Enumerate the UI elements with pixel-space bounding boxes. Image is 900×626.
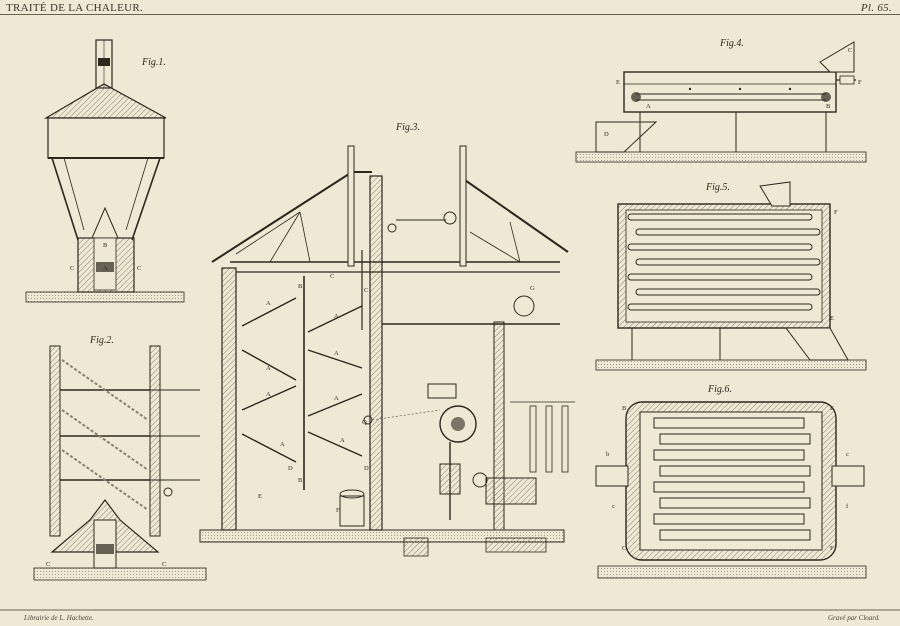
fig5-tubes (627, 213, 821, 311)
fig6-ground (597, 565, 867, 579)
fig4-letter-b: B (826, 103, 831, 110)
fig6-letter-c-small-2: c (612, 503, 615, 510)
figure-2: Fig.2. C C (33, 335, 207, 581)
fig3-letter-b1: B (298, 283, 303, 290)
fig4-label: Fig.4. (719, 38, 744, 49)
fig2-label: Fig.2. (89, 335, 114, 346)
fig1-hopper-body (47, 117, 165, 159)
fig4-letter-e: E (616, 79, 620, 86)
plate-title: TRAITÉ DE LA CHALEUR. (6, 2, 144, 14)
fig3-letter-a4: A (334, 350, 339, 357)
fig3-wall-outer (221, 267, 237, 531)
fig4-chamber (623, 71, 837, 113)
fig5-letter-f: F (834, 209, 838, 216)
fig2-letter-c-right: C (162, 561, 166, 568)
fig3-label: Fig.3. (395, 122, 420, 133)
fig2-letter-c-left: C (46, 561, 50, 568)
fig3-letter-d2: D (364, 465, 369, 472)
fig2-wall-left (49, 345, 61, 537)
fig3-letters: A A A A A A A A B B C C D D E F G Q (258, 273, 535, 514)
figure-5: Fig.5. F E (595, 181, 867, 371)
fig1-label: Fig.1. (141, 57, 166, 68)
engraver-credit: Gravé par Cloard. (827, 614, 880, 622)
fig6-letter-b: B (622, 405, 627, 412)
fig3-letter-f: F (336, 507, 340, 514)
fig6-letter-f: F (830, 545, 834, 552)
fig3-letter-g: G (530, 285, 535, 292)
fig6-letter-f-small: f (846, 503, 849, 510)
fig5-letter-e: E (830, 315, 834, 322)
fig5-ground (595, 359, 867, 371)
publisher-credit: Librairie de L. Hachette. (24, 614, 94, 622)
fig3-fan (439, 405, 477, 443)
figure-1: Fig.1. B A C C (25, 39, 185, 303)
figure-6: Fig.6. B E C F b c c f (595, 384, 867, 579)
fig3-letter-c1: C (330, 273, 334, 280)
fig5-label: Fig.5. (705, 182, 730, 193)
fig6-letter-c: C (622, 545, 626, 552)
fig1-letter-c-left: C (70, 265, 74, 272)
fig6-inlet-pipe (595, 465, 629, 487)
fig3-letter-a6: A (334, 395, 339, 402)
fig6-outlet-pipe (831, 465, 865, 487)
fig6-tubes (653, 417, 811, 541)
figure-4: Fig.4. A B C D E F (575, 38, 867, 163)
fig3-letter-a8: A (340, 437, 345, 444)
fig1-roof (43, 83, 167, 119)
fig6-letter-b-small: b (606, 451, 609, 458)
fig2-wall-right (149, 345, 161, 537)
fig4-hopper (819, 41, 855, 73)
fig3-roof-right (461, 177, 569, 253)
fig6-letter-e: E (830, 405, 834, 412)
fig3-letter-a1: A (266, 300, 271, 307)
fig3-letter-e: E (258, 493, 262, 500)
fig3-wall-centre (369, 175, 383, 531)
fig4-letter-a: A (646, 103, 651, 110)
fig6-label: Fig.6. (707, 384, 732, 395)
fig3-letter-c2: C (364, 287, 368, 294)
fig3-letter-a7: A (280, 441, 285, 448)
fig3-floor (199, 529, 565, 543)
fig4-ground (575, 151, 867, 163)
fig3-letter-a5: A (266, 391, 271, 398)
fig6-letter-c-small: c (846, 451, 849, 458)
fig1-letter-c-right: C (137, 265, 141, 272)
fig1-letter-b: B (103, 242, 108, 249)
fig3-letter-d1: D (288, 465, 293, 472)
fig3-letter-a2: A (334, 313, 339, 320)
fig1-ground (25, 291, 185, 303)
fig4-letter-f: F (858, 79, 862, 86)
header-rule (0, 14, 900, 15)
fig4-letter-d: D (604, 131, 609, 138)
figure-3: Fig.3. (199, 122, 575, 557)
fig3-letter-b2: B (298, 477, 303, 484)
fig4-letter-c: C (848, 47, 852, 54)
fig2-ground (33, 567, 207, 581)
fig1-letter-a: A (103, 265, 108, 272)
fig3-letter-a3: A (266, 365, 271, 372)
plate-number: Pl. 65. (860, 2, 892, 14)
